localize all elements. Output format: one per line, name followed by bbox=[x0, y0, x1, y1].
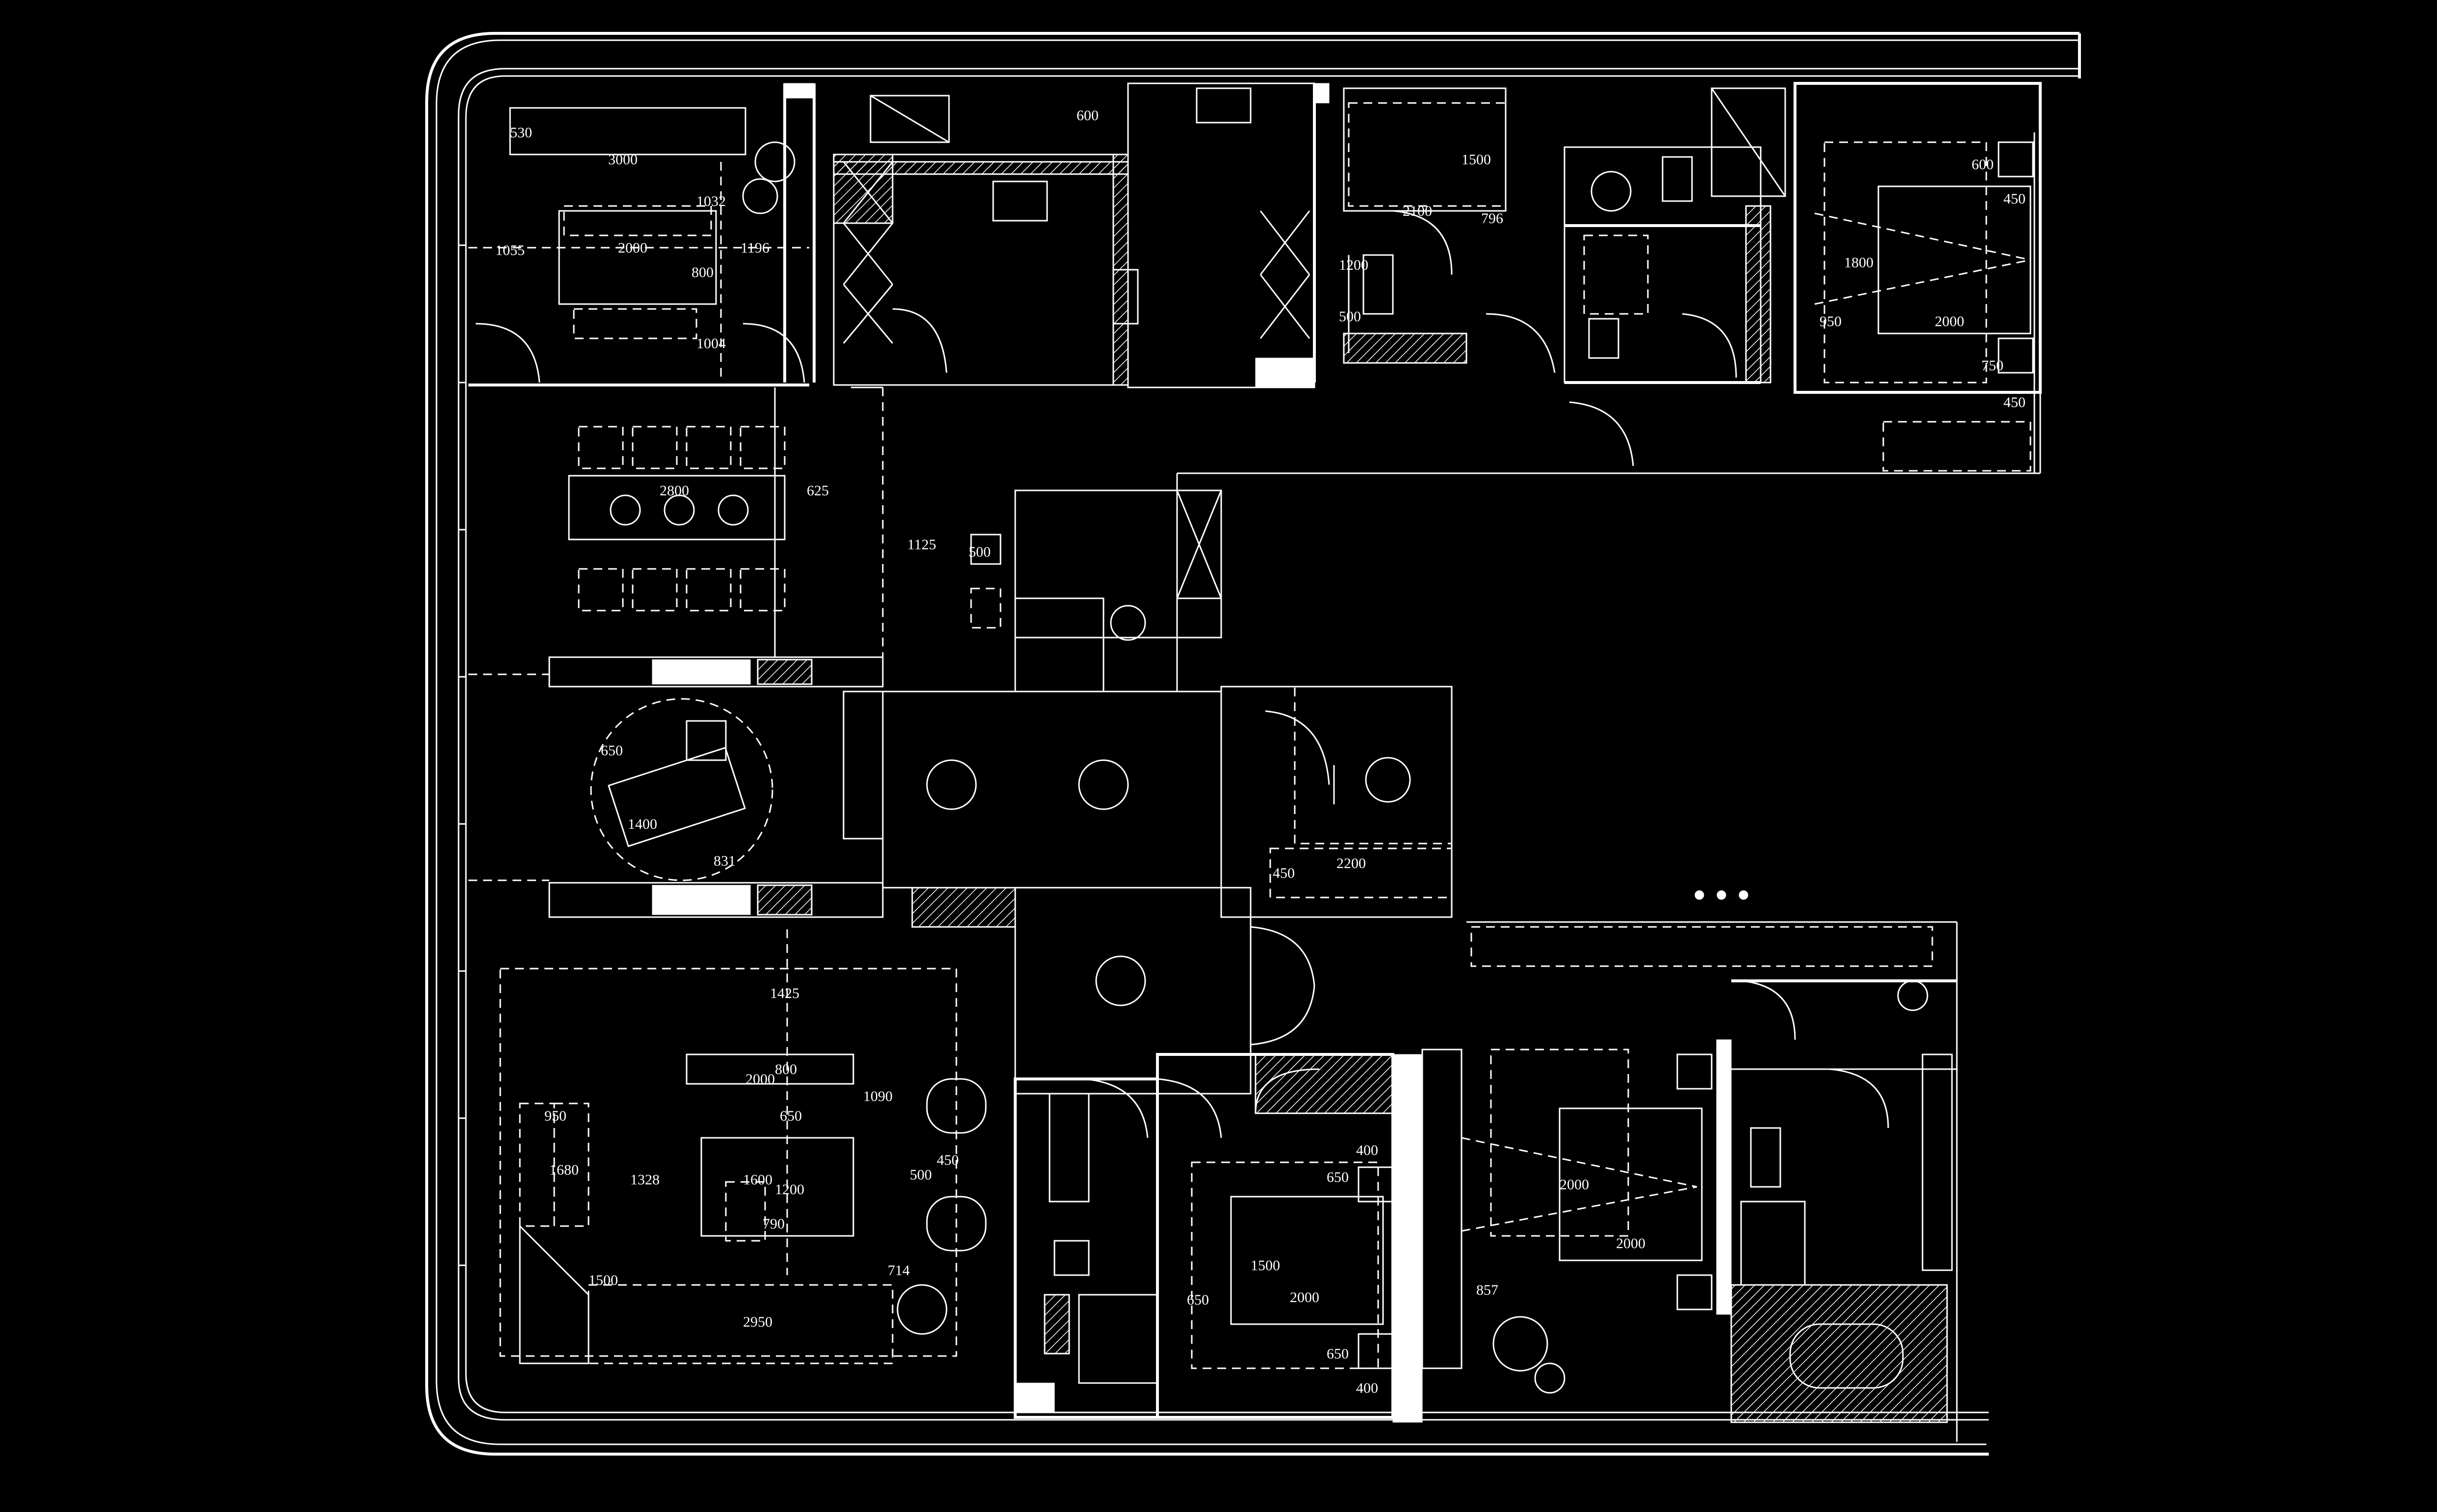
dimension-label: 1090 bbox=[863, 1088, 893, 1104]
dimension-label: 2000 bbox=[1935, 313, 1964, 330]
bedroom-1 bbox=[1127, 82, 1556, 388]
dimension-label: 1125 bbox=[907, 537, 936, 553]
dimension-label: 2000 bbox=[1560, 1177, 1589, 1193]
dimension-label: 650 bbox=[1187, 1292, 1209, 1308]
dimension-label: 2800 bbox=[660, 483, 689, 499]
corridor-doors bbox=[1083, 926, 1315, 1138]
left-windows bbox=[459, 244, 466, 1266]
master-suite-bottom bbox=[1461, 926, 1957, 1423]
dimension-label: 2200 bbox=[1336, 855, 1366, 871]
dimension-label: 625 bbox=[807, 483, 829, 499]
dimension-labels: 530 3000 1032 1055 2000 1196 800 1004 60… bbox=[495, 107, 2026, 1396]
dimension-label: 2000 bbox=[618, 240, 647, 256]
dimension-label: 450 bbox=[937, 1152, 959, 1168]
dimension-label: 500 bbox=[1339, 308, 1361, 325]
study-room bbox=[468, 107, 809, 386]
round-lounge bbox=[468, 656, 884, 918]
dimension-label: 500 bbox=[969, 544, 991, 560]
dimension-label: 1200 bbox=[1339, 257, 1368, 273]
dimension-label: 1500 bbox=[1251, 1257, 1280, 1274]
dimension-label: 1500 bbox=[1462, 152, 1491, 168]
dimension-label: 1425 bbox=[770, 985, 799, 1001]
dimension-label: 3000 bbox=[608, 152, 638, 168]
bathrooms-top bbox=[1564, 87, 1786, 466]
dimension-label: 450 bbox=[1273, 865, 1295, 881]
dimension-label: 450 bbox=[2003, 191, 2026, 207]
dimension-label: 1032 bbox=[696, 193, 726, 209]
dimension-label: 530 bbox=[510, 125, 532, 141]
dimension-label: 600 bbox=[1972, 156, 1994, 173]
dimension-label: 950 bbox=[544, 1108, 566, 1124]
bedroom-bottom bbox=[1156, 1049, 1462, 1423]
dimension-label: 400 bbox=[1356, 1380, 1378, 1396]
office bbox=[1220, 686, 1453, 918]
living-room bbox=[499, 929, 987, 1364]
dimension-label: 714 bbox=[888, 1262, 910, 1279]
dimension-label: 1196 bbox=[741, 240, 770, 256]
dining-area bbox=[568, 386, 884, 657]
dimension-label: 1680 bbox=[549, 1162, 579, 1178]
dimension-label: 650 bbox=[1327, 1346, 1349, 1362]
dimension-label: 950 bbox=[1820, 313, 1842, 330]
dimension-label: 800 bbox=[775, 1061, 797, 1077]
dimension-label: 2950 bbox=[743, 1314, 772, 1330]
dimension-label: 650 bbox=[601, 743, 623, 759]
dimension-label: 1328 bbox=[630, 1172, 660, 1188]
dimension-label: 2100 bbox=[1403, 203, 1432, 219]
dimension-label: 400 bbox=[1356, 1142, 1378, 1158]
dimension-label: 600 bbox=[1077, 107, 1099, 124]
dimension-label: 500 bbox=[910, 1167, 932, 1183]
dimension-label: 1400 bbox=[628, 816, 657, 832]
center-island bbox=[970, 473, 1222, 692]
dimension-label: 1600 bbox=[743, 1172, 772, 1188]
exterior-wall bbox=[425, 32, 2081, 1456]
dimension-label: 2000 bbox=[1290, 1289, 1319, 1306]
section-dots bbox=[1694, 890, 1748, 900]
dimension-label: 750 bbox=[1981, 358, 2003, 374]
dimension-label: 1200 bbox=[775, 1181, 804, 1198]
dimension-label: 800 bbox=[692, 264, 714, 281]
dimension-label: 1004 bbox=[696, 335, 726, 352]
dimension-label: 831 bbox=[714, 853, 736, 869]
dimension-label: 650 bbox=[1327, 1169, 1349, 1185]
dimension-label: 790 bbox=[763, 1216, 785, 1232]
dimension-label: 1800 bbox=[1844, 255, 1873, 271]
dimension-label: 796 bbox=[1481, 210, 1503, 227]
kitchen bbox=[783, 83, 1139, 386]
dimension-label: 450 bbox=[2003, 394, 2026, 410]
master-bedroom-top bbox=[1794, 82, 2042, 472]
dimension-label: 1500 bbox=[589, 1272, 618, 1288]
dimension-label: 2000 bbox=[745, 1071, 775, 1087]
dimension-label: 650 bbox=[780, 1108, 802, 1124]
dimension-label: 1055 bbox=[495, 242, 525, 258]
dimension-label: 857 bbox=[1476, 1282, 1498, 1298]
bathroom-bottom-left bbox=[1014, 1077, 1159, 1419]
central-lobby bbox=[882, 691, 1252, 1095]
dimension-label: 2000 bbox=[1616, 1235, 1645, 1252]
